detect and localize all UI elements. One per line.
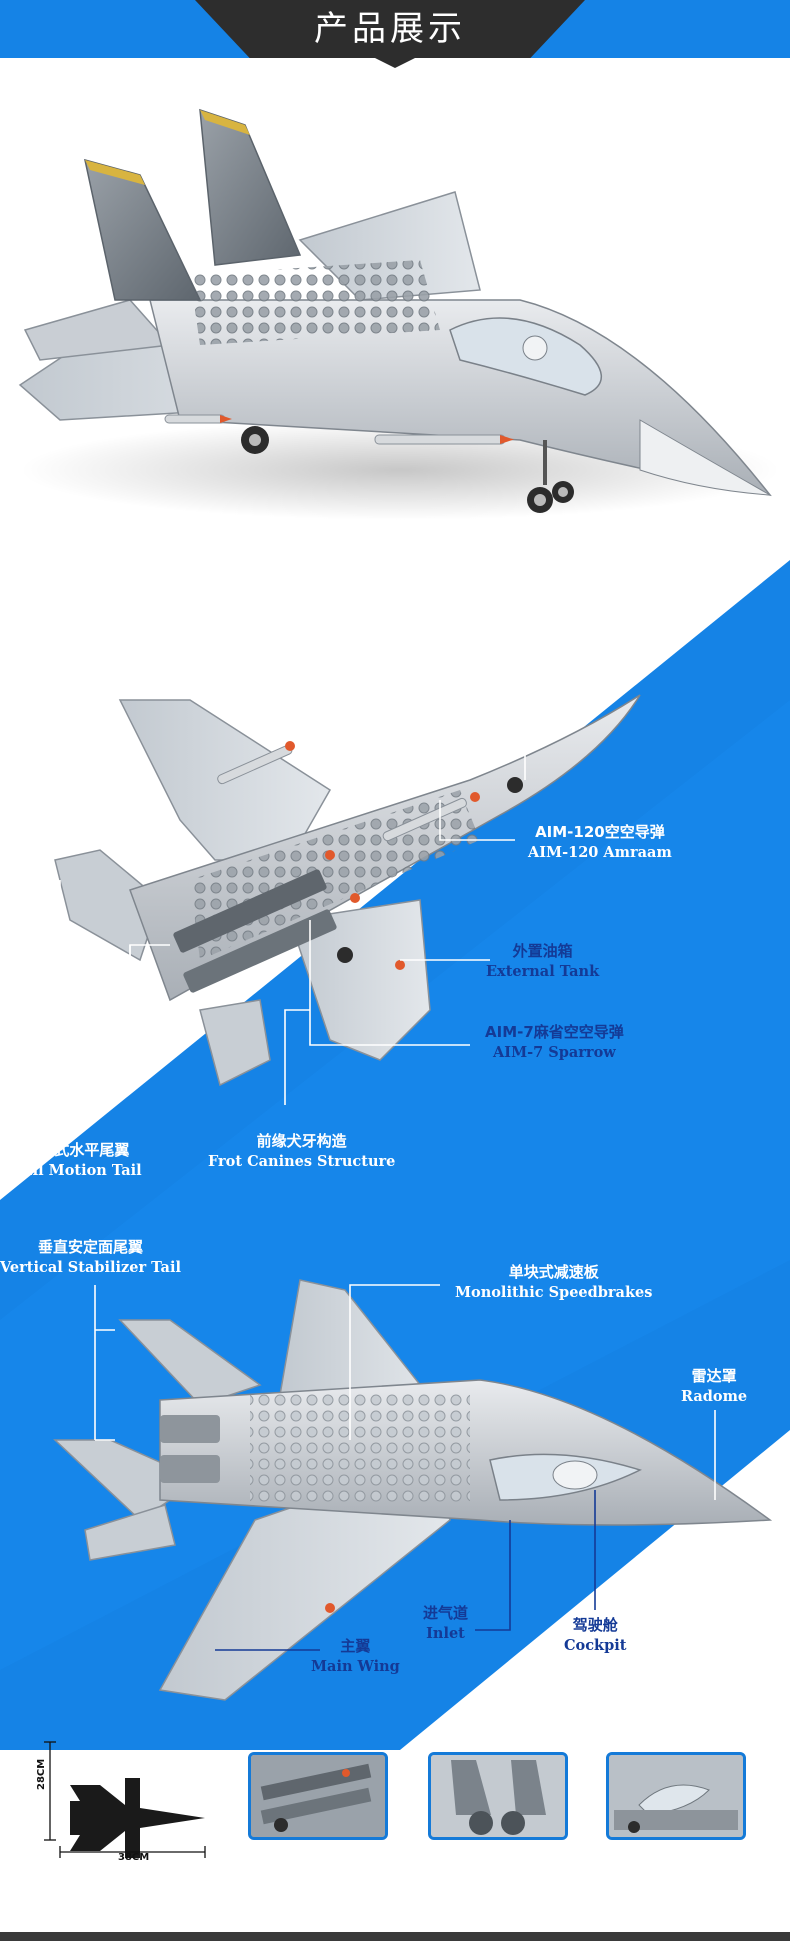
callout-cockpit-cn: 驾驶舱 xyxy=(572,1616,618,1634)
callout-frot-canines-en: Frot Canines Structure xyxy=(208,1153,396,1170)
callout-aim9: AIM-9响尾蛇空空导弹 AIM-9 Sidewinder xyxy=(290,630,444,671)
header-title-plate xyxy=(195,0,585,58)
callout-radome-en: Radome xyxy=(681,1388,748,1405)
callout-inlet-en: Inlet xyxy=(426,1625,465,1642)
dimension-width: 38CM xyxy=(118,1852,150,1863)
thumbnail-underside[interactable] xyxy=(248,1752,388,1840)
callout-cockpit-en: Cockpit xyxy=(564,1637,627,1654)
header-notch xyxy=(375,58,415,68)
callout-vertical-stabilizer-cn: 垂直安定面尾翼 xyxy=(37,1238,143,1256)
dimension-rulers xyxy=(44,1741,206,1858)
thumbnail-underside-image xyxy=(251,1755,385,1837)
callout-aim120: AIM-120空空导弹 AIM-120 Amraam xyxy=(528,822,672,863)
callout-aim9-cn: AIM-9响尾蛇空空导弹 xyxy=(290,631,444,649)
lower-aircraft xyxy=(53,1279,773,1701)
top-aircraft xyxy=(18,108,780,520)
callout-external-tank-en: External Tank xyxy=(486,963,600,980)
callout-frot-canines-cn: 前缘犬牙构造 xyxy=(256,1132,347,1150)
callout-main-wing-cn: 主翼 xyxy=(340,1637,371,1655)
callout-main-wing: 主翼 Main Wing xyxy=(311,1636,400,1677)
page-title: 产品展示 xyxy=(314,9,466,49)
callout-aim7-cn: AIM-7麻省空空导弹 xyxy=(485,1023,624,1041)
callout-landing-gear: 起落架 Landing Gear xyxy=(484,630,594,671)
callout-engine-nozzle-cn: 引擎喷口 xyxy=(100,1004,161,1022)
callout-aim120-en: AIM-120 Amraam xyxy=(528,844,672,861)
thumbnail-cockpit-image xyxy=(609,1755,743,1837)
callout-engine-nozzle: 引擎喷口 Engine Nozzle xyxy=(72,1003,188,1044)
callout-full-motion-tail-cn: 全动式水平尾翼 xyxy=(24,1141,130,1159)
thumbnail-tail-image xyxy=(431,1755,565,1837)
callout-radome: 雷达罩 Radome xyxy=(681,1366,747,1407)
callout-speedbrakes-en: Monolithic Speedbrakes xyxy=(455,1284,653,1301)
callout-vertical-stabilizer: 垂直安定面尾翼 Vertical Stabilizer Tail xyxy=(0,1237,181,1278)
callout-full-motion-tail: 全动式水平尾翼 Full Motion Tail xyxy=(12,1140,142,1181)
callout-radome-cn: 雷达罩 xyxy=(691,1367,737,1385)
callout-frot-canines: 前缘犬牙构造 Frot Canines Structure xyxy=(208,1131,395,1172)
callout-aim120-cn: AIM-120空空导弹 xyxy=(535,823,665,841)
callout-external-tank: 外置油箱 External Tank xyxy=(486,941,599,982)
callout-aim9-en: AIM-9 Sidewinder xyxy=(293,652,440,669)
callout-aim7-en: AIM-7 Sparrow xyxy=(493,1044,616,1061)
callout-external-tank-cn: 外置油箱 xyxy=(512,942,573,960)
callout-aim7: AIM-7麻省空空导弹 AIM-7 Sparrow xyxy=(485,1022,624,1063)
thumbnail-cockpit[interactable] xyxy=(606,1752,746,1840)
callout-main-wing-en: Main Wing xyxy=(311,1658,400,1675)
thumbnail-tail[interactable] xyxy=(428,1752,568,1840)
callout-landing-gear-en: Landing Gear xyxy=(484,652,595,669)
callout-engine-nozzle-en: Engine Nozzle xyxy=(72,1025,189,1042)
callout-inlet: 进气道 Inlet xyxy=(423,1603,468,1644)
middle-aircraft xyxy=(54,694,641,1087)
dimension-height: 28CM xyxy=(36,1758,47,1790)
jet-silhouette-icon xyxy=(70,1778,205,1858)
callout-speedbrakes: 单块式减速板 Monolithic Speedbrakes xyxy=(455,1262,652,1303)
callout-speedbrakes-cn: 单块式减速板 xyxy=(508,1263,599,1281)
callout-landing-gear-cn: 起落架 xyxy=(516,631,562,649)
callout-vertical-stabilizer-en: Vertical Stabilizer Tail xyxy=(0,1259,181,1276)
bottom-divider xyxy=(0,1932,790,1941)
callout-inlet-cn: 进气道 xyxy=(423,1604,469,1622)
callout-full-motion-tail-en: Full Motion Tail xyxy=(12,1162,142,1179)
callout-lines xyxy=(59,657,716,1651)
callout-cockpit: 驾驶舱 Cockpit xyxy=(564,1615,626,1656)
